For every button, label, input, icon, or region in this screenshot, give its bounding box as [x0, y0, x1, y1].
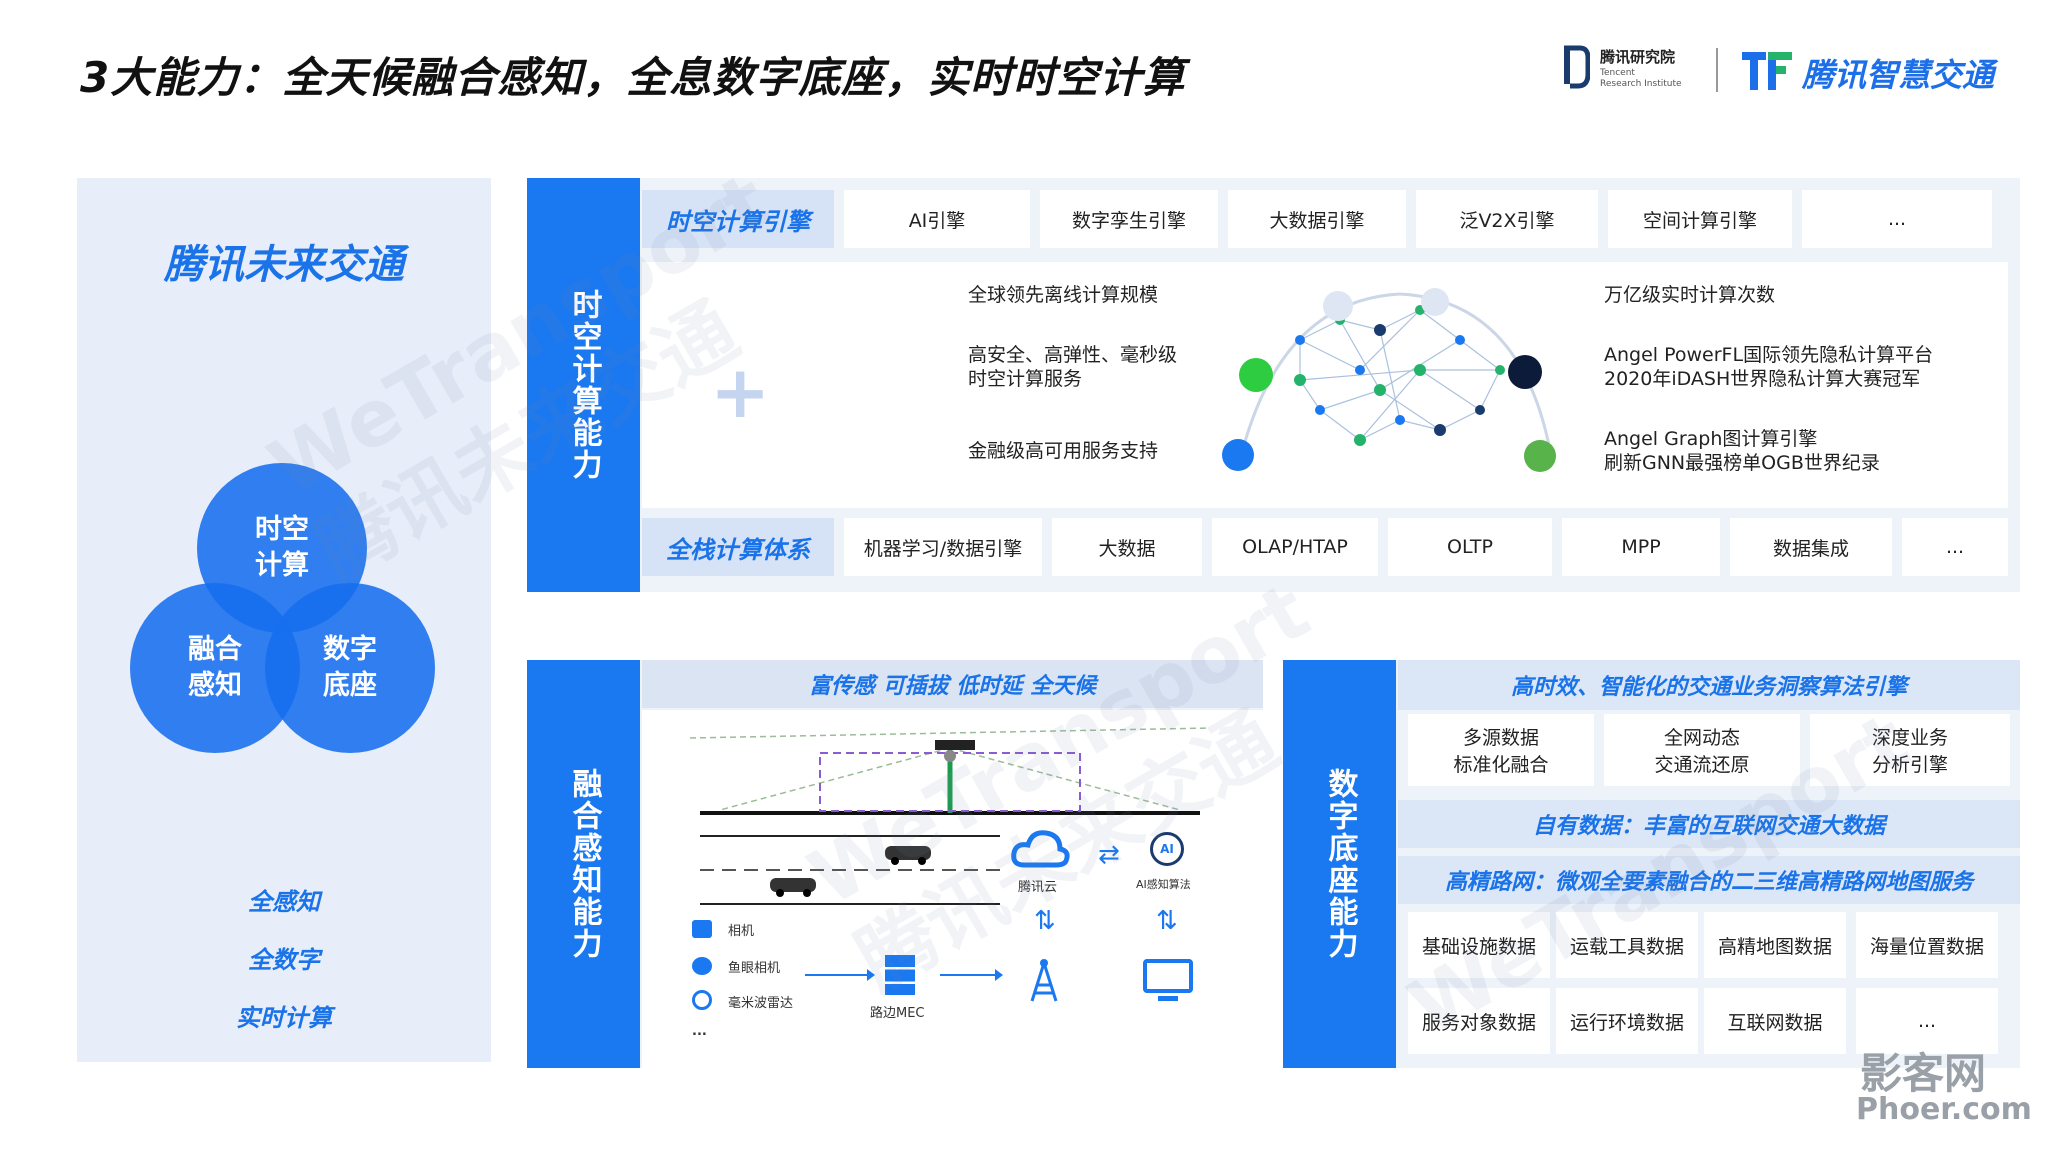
stack-chip: 大数据 — [1052, 518, 1202, 576]
tencent-research-logo: 腾讯研究院 Tencent Research Institute — [1560, 44, 1710, 94]
circle-compute-label: 时空 计算 — [255, 514, 309, 581]
left-item-perception: 全感知 — [248, 888, 320, 916]
engine-chip: 大数据引擎 — [1228, 190, 1406, 248]
digital-engine-2: 全网动态 交通流还原 — [1604, 714, 1800, 786]
logo2-name: 腾讯智慧交通 — [1802, 56, 1995, 94]
corner-watermark-cn: 影客网 — [1860, 1049, 1987, 1098]
exchange-icon: ⇄ — [1098, 840, 1120, 870]
antenna-icon — [1030, 959, 1058, 1002]
engine-chip: ... — [1802, 190, 1992, 248]
compute-point-6: Angel Graph图计算引擎 刷新GNN最强榜单OGB世界纪录 — [1604, 428, 1880, 474]
updown-arrow-icon-2: ⇅ — [1156, 906, 1178, 936]
server-icon — [885, 955, 915, 995]
data-type-chip: ... — [1856, 988, 1998, 1054]
radar-icon — [692, 990, 712, 1010]
cloud-icon — [1011, 830, 1070, 868]
digital-band-hd-map: 高精路网：微观全要素融合的二三维高精路网地图服务 — [1398, 856, 2020, 904]
engine-label: 时空计算引擎 — [642, 190, 834, 248]
monitor-icon — [1143, 959, 1193, 1001]
data-type-chip: 高精地图数据 — [1704, 912, 1846, 978]
updown-arrow-icon-1: ⇅ — [1034, 906, 1056, 936]
stack-chip: OLAP/HTAP — [1212, 518, 1378, 576]
left-item-digital: 全数字 — [248, 946, 320, 974]
device-camera: 相机 — [728, 924, 755, 939]
logo1-en-line2: Research Institute — [1600, 79, 1682, 89]
engine-chip: 空间计算引擎 — [1608, 190, 1792, 248]
sensing-banner: 富传感 可插拔 低时延 全天候 — [642, 660, 1263, 708]
left-panel: 腾讯未来交通 时空 计算 融合 感知 数字 底座 全感知 全数字 实时计算 — [77, 178, 491, 1062]
camera-icon — [692, 920, 712, 938]
stack-chip: 数据集成 — [1730, 518, 1892, 576]
compute-side-label: 时空计算能力 — [527, 178, 640, 592]
stack-chip: 机器学习/数据引擎 — [844, 518, 1042, 576]
engine-chip: 泛V2X引擎 — [1416, 190, 1598, 248]
circle-digital-label: 数字 底座 — [323, 634, 377, 701]
tst-logo-icon — [1742, 52, 1792, 90]
data-type-chip: 服务对象数据 — [1408, 988, 1550, 1054]
device-fisheye: 鱼眼相机 — [728, 961, 781, 976]
compute-point-4: 万亿级实时计算次数 — [1604, 284, 1776, 306]
stack-chip: ... — [1902, 518, 2008, 576]
compute-point-3: 金融级高可用服务支持 — [968, 440, 1159, 462]
corner-watermark-en: Phoer.com — [1856, 1092, 2032, 1127]
data-type-chip: 海量位置数据 — [1856, 912, 1998, 978]
digital-engine-1: 多源数据 标准化融合 — [1408, 714, 1594, 786]
digital-side-label: 数字底座能力 — [1283, 660, 1396, 1068]
data-type-chip: 运载工具数据 — [1556, 912, 1698, 978]
page-title: 3大能力：全天候融合感知，全息数字底座，实时时空计算 — [80, 53, 1186, 102]
data-type-chip: 基础设施数据 — [1408, 912, 1550, 978]
sensing-side-label: 融合感知能力 — [527, 660, 640, 1068]
edge-mec-label: 路边MEC — [870, 1006, 925, 1021]
fisheye-camera-icon — [692, 957, 712, 975]
digital-engine-3: 深度业务 分析引擎 — [1810, 714, 2010, 786]
compute-point-1: 全球领先离线计算规模 — [968, 284, 1159, 306]
compute-point-5: Angel PowerFL国际领先隐私计算平台 2020年iDASH世界隐私计算… — [1604, 344, 1934, 390]
ai-algorithm-label: AI感知算法 — [1136, 878, 1191, 891]
data-type-chip: 运行环境数据 — [1556, 988, 1698, 1054]
stack-chip: MPP — [1562, 518, 1720, 576]
engine-chip: 数字孪生引擎 — [1040, 190, 1218, 248]
road-scene — [689, 727, 1211, 815]
network-graphic — [1222, 288, 1556, 472]
stack-label: 全栈计算体系 — [642, 518, 834, 576]
data-type-chip: 互联网数据 — [1704, 988, 1846, 1054]
compute-point-2: 高安全、高弹性、毫秒级 时空计算服务 — [968, 344, 1178, 390]
tencent-smart-traffic-logo: 腾讯智慧交通 — [1740, 44, 2020, 96]
logo1-en-line1: Tencent — [1600, 68, 1635, 78]
digital-band-owned-data: 自有数据：丰富的互联网交通大数据 — [1398, 800, 2020, 848]
arrows-to-edge — [805, 969, 1003, 981]
road-lanes — [700, 835, 1000, 905]
circle-sensing-label: 融合 感知 — [188, 634, 242, 701]
cloud-label: 腾讯云 — [1018, 880, 1058, 895]
engine-chip: AI引擎 — [844, 190, 1030, 248]
left-panel-title: 腾讯未来交通 — [164, 242, 404, 288]
left-item-realtime: 实时计算 — [236, 1004, 332, 1032]
logo1-name: 腾讯研究院 — [1600, 48, 1676, 66]
device-radar: 毫米波雷达 — [728, 996, 794, 1011]
logo-divider — [1716, 48, 1718, 92]
stack-chip: OLTP — [1388, 518, 1552, 576]
circle-digital: 数字 底座 — [265, 583, 435, 753]
digital-band-engine: 高时效、智能化的交通业务洞察算法引擎 — [1398, 660, 2020, 710]
ai-badge-icon: AI — [1150, 832, 1184, 866]
device-more: ... — [692, 1024, 707, 1039]
plus-icon: + — [710, 350, 771, 434]
tencent-research-logo-icon — [1564, 45, 1590, 89]
